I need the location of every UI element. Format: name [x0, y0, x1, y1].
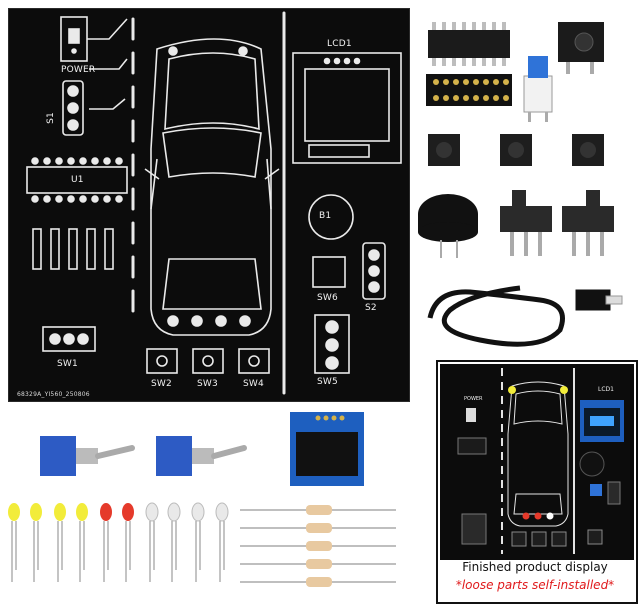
label-b1: B1 — [319, 211, 332, 221]
label-sw2: SW2 — [151, 379, 172, 389]
pcb-silkscreen — [26, 11, 402, 395]
label-sw4: SW4 — [243, 379, 264, 389]
label-u1: U1 — [71, 175, 84, 185]
finished-product-inset: LCD1 POWER — [436, 360, 638, 604]
pcb-board: POWER S1 U1 LCD1 B1 SW1 SW2 SW3 SW4 SW5 … — [8, 8, 410, 402]
dc-jack — [558, 22, 604, 74]
ic-chip — [428, 22, 510, 66]
inset-pcb-image — [440, 364, 634, 560]
label-lcd1: LCD1 — [327, 39, 352, 49]
usb-cable — [427, 285, 623, 347]
tactile-buttons — [428, 134, 604, 166]
toggle-switches — [40, 436, 247, 476]
caption-finished-product: Finished product display — [462, 560, 608, 574]
caption-loose-parts-note: *loose parts self-installed* — [455, 578, 615, 592]
inset-label-lcd1: LCD1 — [598, 386, 614, 393]
inset-label-power: POWER — [464, 396, 483, 402]
resistors — [240, 505, 396, 587]
label-power: POWER — [61, 65, 96, 75]
label-sw1: SW1 — [57, 359, 78, 369]
label-sw5: SW5 — [317, 377, 338, 387]
label-s2: S2 — [365, 303, 377, 313]
slide-switches — [500, 190, 614, 256]
label-sw6: SW6 — [317, 293, 338, 303]
buzzer — [418, 194, 478, 258]
oled-module — [290, 412, 364, 486]
label-sw3: SW3 — [197, 379, 218, 389]
ic-socket — [426, 74, 512, 106]
label-serial: 68329A_YI560_250806 — [17, 391, 90, 398]
latching-switch — [523, 56, 553, 122]
leds — [8, 502, 229, 582]
